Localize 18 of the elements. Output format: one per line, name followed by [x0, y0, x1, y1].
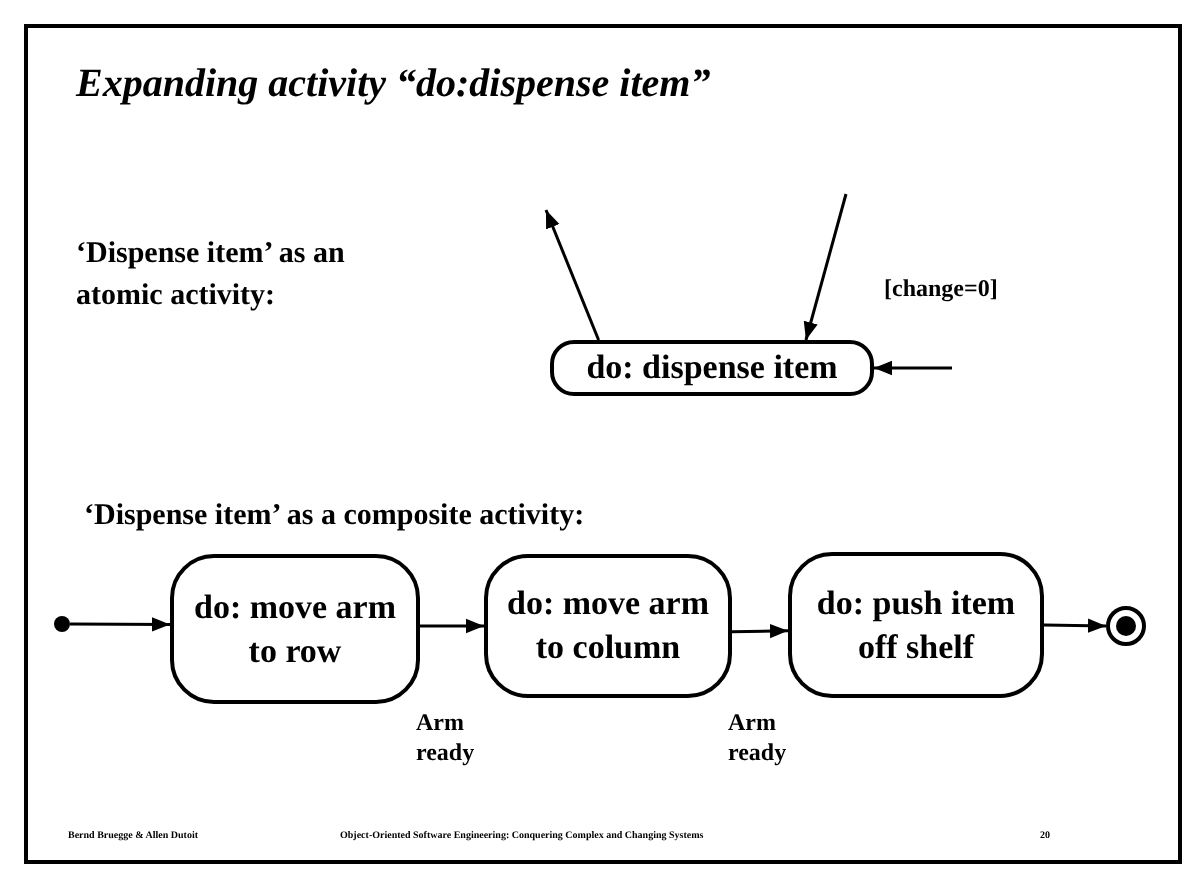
activity-text: do: push item off shelf — [814, 581, 1018, 669]
section-heading: ‘Dispense item’ as a composite activity: — [84, 498, 587, 536]
activity-text: do: move arm to row — [191, 585, 399, 673]
section-heading: ‘Dispense item’ as an atomic activity: — [76, 236, 347, 316]
activity-state-box — [484, 554, 732, 698]
transition-arrow — [1043, 618, 1107, 633]
activity-text: do: move arm to column — [504, 582, 712, 670]
transition-arrow — [874, 360, 952, 376]
transition-arrow — [70, 617, 170, 632]
activity-state-box — [170, 554, 420, 704]
transition-arrow — [731, 623, 789, 639]
activity-state-box — [788, 552, 1044, 698]
transition-arrow — [544, 209, 600, 341]
transition-arrow — [803, 193, 848, 341]
slide-title: Expanding activity “do:dispense item” — [76, 60, 711, 110]
activity-state-box — [550, 340, 874, 396]
activity-text: do: dispense item — [586, 346, 838, 390]
transition-arrow — [420, 618, 484, 634]
